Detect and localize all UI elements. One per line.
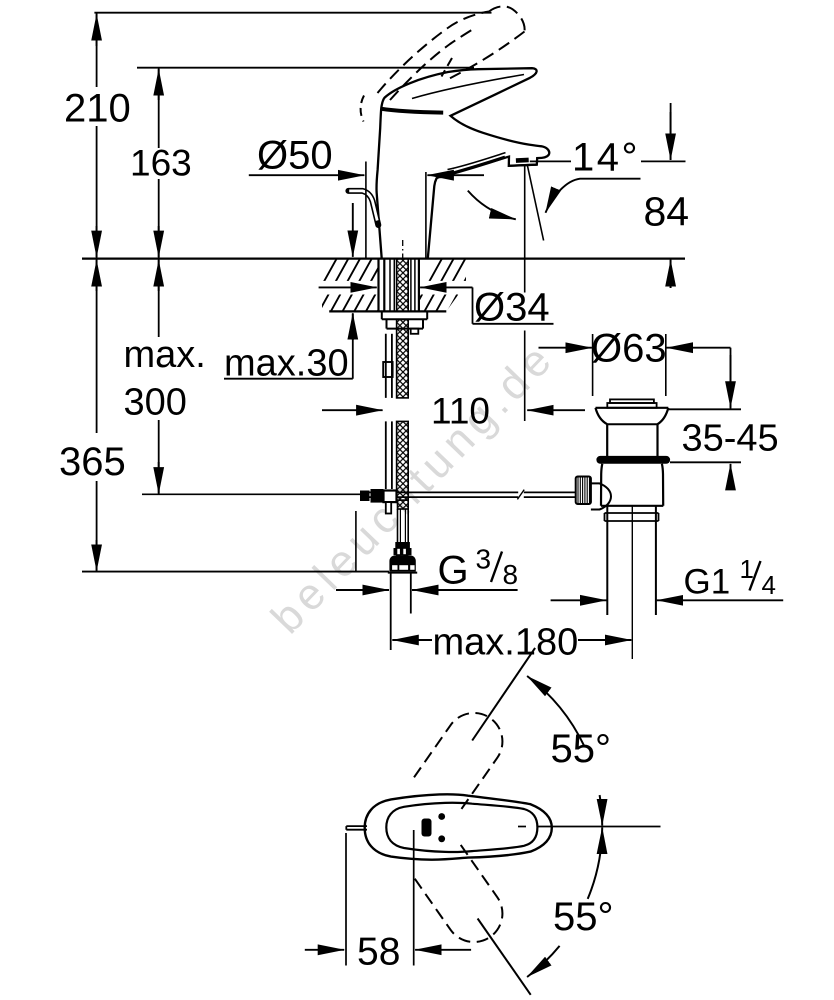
- svg-text:G: G: [438, 549, 469, 593]
- svg-text:G1: G1: [684, 563, 731, 602]
- svg-text:84: 84: [644, 189, 690, 235]
- svg-text:max.30: max.30: [224, 343, 349, 385]
- svg-text:max.: max.: [124, 334, 206, 376]
- svg-text:Ø63: Ø63: [591, 327, 667, 371]
- svg-text:14°: 14°: [572, 136, 640, 180]
- svg-text:Ø34: Ø34: [474, 286, 550, 330]
- svg-text:163: 163: [130, 143, 192, 184]
- svg-text:365: 365: [59, 440, 126, 484]
- svg-text:Ø50: Ø50: [257, 134, 333, 178]
- svg-text:58: 58: [357, 931, 400, 974]
- svg-text:8: 8: [503, 559, 519, 590]
- svg-text:1: 1: [740, 554, 754, 584]
- svg-text:55°: 55°: [553, 895, 614, 939]
- svg-text:4: 4: [762, 570, 776, 600]
- svg-text:210: 210: [64, 87, 131, 131]
- svg-text:110: 110: [431, 391, 490, 432]
- svg-text:55°: 55°: [551, 727, 612, 771]
- svg-text:3: 3: [476, 544, 492, 575]
- svg-text:300: 300: [124, 382, 187, 424]
- svg-text:35-45: 35-45: [682, 418, 779, 460]
- svg-text:max.180: max.180: [433, 622, 579, 664]
